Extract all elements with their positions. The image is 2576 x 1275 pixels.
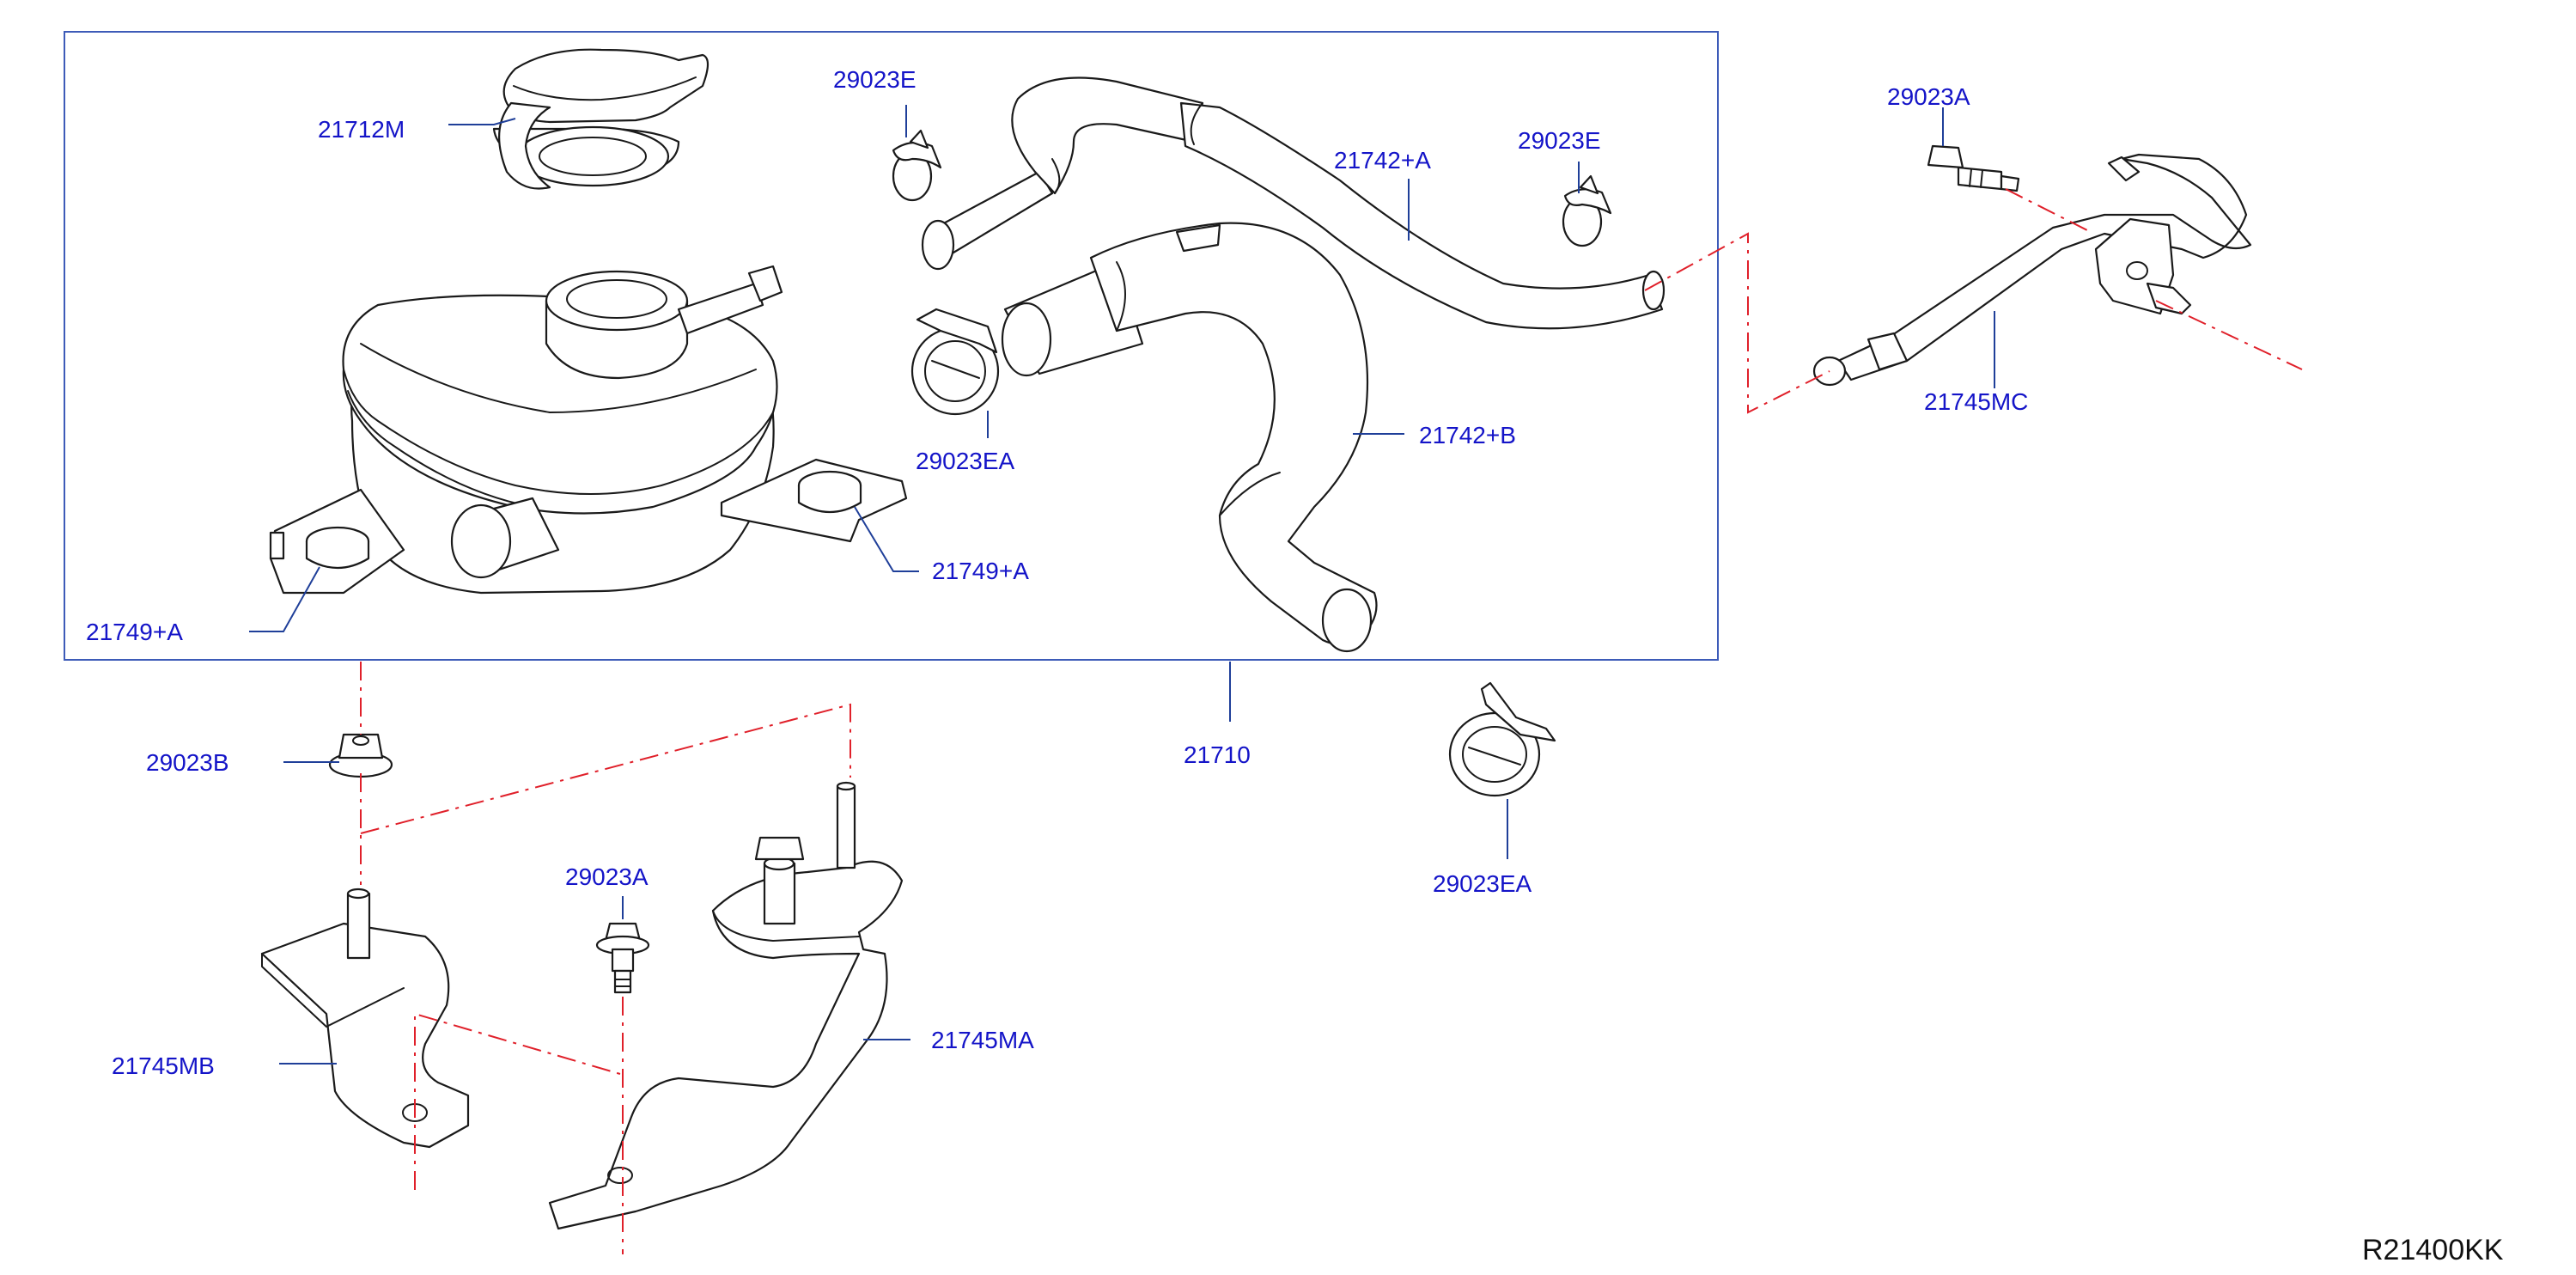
reservoir-cap bbox=[492, 48, 709, 190]
clip-top-right bbox=[1562, 174, 1612, 247]
bracket-left bbox=[260, 888, 470, 1149]
leader-lines bbox=[249, 105, 1995, 1065]
reference-code: R21400KK bbox=[2362, 1234, 2504, 1266]
label-21742b: 21742+B bbox=[1419, 422, 1516, 448]
label-21745ma: 21745MA bbox=[931, 1027, 1034, 1053]
label-29023a-top: 29023A bbox=[1887, 83, 1970, 110]
label-29023e-left: 29023E bbox=[833, 66, 917, 93]
label-29023e-right: 29023E bbox=[1518, 127, 1601, 154]
assembly-frame bbox=[64, 31, 1719, 661]
bracket-right bbox=[548, 781, 904, 1230]
label-21742a: 21742+A bbox=[1334, 147, 1431, 174]
clip-top-left bbox=[892, 129, 942, 202]
bolt-top-right bbox=[1927, 144, 2020, 192]
bolt-mid bbox=[595, 922, 650, 994]
clamp-mid bbox=[910, 308, 1000, 416]
centerlines bbox=[360, 188, 2303, 1254]
nut bbox=[328, 733, 393, 778]
label-29023b: 29023B bbox=[146, 749, 229, 776]
label-21745mc: 21745MC bbox=[1924, 388, 2028, 415]
label-21749a-left: 21749+A bbox=[86, 619, 183, 645]
label-21749a-right: 21749+A bbox=[932, 558, 1029, 584]
label-29023a-mid: 29023A bbox=[565, 863, 649, 890]
hose-lower bbox=[1001, 222, 1378, 653]
reservoir-tank bbox=[269, 265, 908, 595]
clamp-loose bbox=[1448, 681, 1556, 797]
label-29023ea-mid: 29023EA bbox=[916, 448, 1015, 474]
pipe-right bbox=[1812, 153, 2252, 387]
hose-upper bbox=[921, 76, 1666, 330]
label-29023ea-loose: 29023EA bbox=[1433, 870, 1532, 897]
label-21710: 21710 bbox=[1184, 741, 1251, 768]
label-21745mb: 21745MB bbox=[112, 1052, 215, 1079]
label-21712m: 21712M bbox=[318, 116, 405, 143]
